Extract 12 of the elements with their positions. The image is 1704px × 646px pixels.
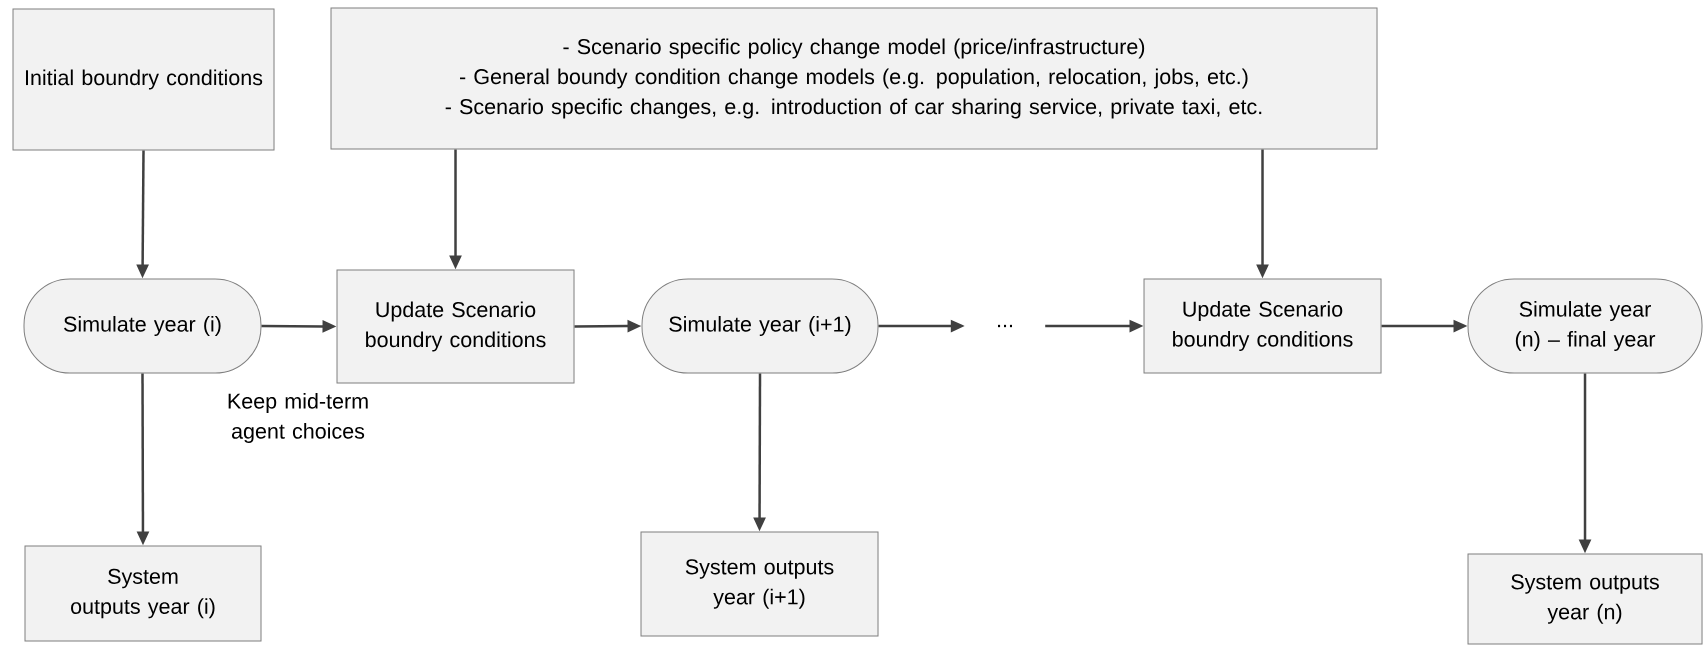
ellipsis-text: ... [998,324,1012,328]
process-box: Update Scenario boundry conditions [1143,278,1382,374]
process-box: System outputs year (n) [1467,553,1703,645]
process-terminal: Simulate year (i+1) [641,278,879,374]
process-box: System outputs year (i) [24,545,262,642]
process-box: Update Scenario boundry conditions [336,269,575,384]
process-box: Initial boundry conditions [12,8,275,151]
process-box: System outputs year (i+1) [640,531,879,637]
process-terminal: Simulate year (n) – final year [1467,278,1703,374]
process-box: - Scenario specific policy change model (price/infrastructure) - General boundy condition change models (e.g. population, relocation, jobs, etc.) - Scenario specific changes, e.g. introduction of car sharing service, private taxi, etc. [330,7,1378,150]
note-text: Keep mid-term agent choices [228,393,368,444]
process-terminal: Simulate year (i) [23,278,262,374]
